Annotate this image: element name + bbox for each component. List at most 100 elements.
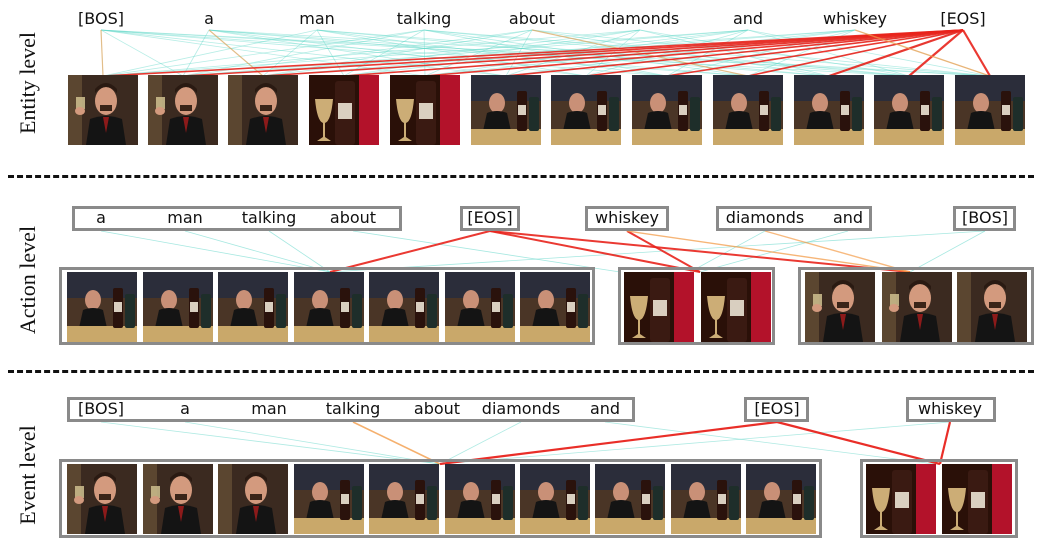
video-frame [957, 272, 1027, 342]
token: whiskey [822, 9, 888, 28]
attention-line [182, 29, 210, 77]
attention-line [423, 29, 991, 77]
attention-line [938, 421, 952, 465]
token-group-box [953, 206, 1016, 231]
token: talking [325, 399, 381, 418]
attention-line [439, 421, 522, 465]
attention-line [102, 29, 318, 77]
attention-line [182, 29, 425, 77]
attention-line [747, 29, 910, 77]
attention-line [184, 421, 441, 465]
attention-line [423, 29, 910, 77]
token: talking [396, 9, 452, 28]
token: diamonds [725, 208, 805, 227]
attention-line [316, 29, 345, 77]
video-frame [624, 272, 694, 342]
video-frame [228, 75, 298, 145]
attention-line [626, 230, 911, 273]
level-label-action: Action level [15, 225, 40, 335]
attention-line [585, 29, 749, 77]
video-frame [746, 464, 816, 534]
attention-line [666, 29, 749, 77]
attention-line [505, 29, 856, 77]
attention-line [423, 29, 426, 77]
attention-line [100, 29, 104, 77]
token-group-box [906, 397, 996, 422]
video-frame [218, 272, 288, 342]
token: about [413, 399, 461, 418]
token: whiskey [917, 399, 983, 418]
video-frame [955, 75, 1025, 145]
token-group-box [67, 397, 635, 422]
attention-line [100, 29, 184, 77]
video-frame [794, 75, 864, 145]
video-frame [143, 272, 213, 342]
attention-line [262, 29, 318, 77]
token-group-box [716, 206, 872, 231]
token: a [96, 208, 106, 227]
attention-line [909, 230, 986, 273]
video-frame [294, 272, 364, 342]
token: [BOS] [962, 208, 1008, 227]
attention-line [439, 420, 778, 466]
token-group-box [744, 397, 809, 422]
video-frame [369, 272, 439, 342]
attention-line [100, 230, 331, 273]
attention-line [585, 29, 964, 77]
video-frame [866, 464, 936, 534]
token: [EOS] [467, 208, 513, 227]
video-frame [445, 272, 515, 342]
attention-line [102, 29, 749, 77]
token-group-box [585, 206, 669, 231]
level-divider [8, 370, 1034, 373]
attention-line [208, 29, 749, 77]
video-frame [671, 464, 741, 534]
video-frame [218, 464, 288, 534]
token: [EOS] [940, 9, 986, 28]
attention-line [352, 421, 441, 465]
attention-line [102, 29, 425, 77]
frame-group-box [59, 459, 822, 538]
attention-line [764, 230, 911, 273]
attention-line [262, 29, 856, 77]
video-frame [148, 75, 218, 145]
attention-line [424, 29, 964, 77]
attention-line [343, 29, 425, 77]
video-frame [882, 272, 952, 342]
attention-line [100, 29, 910, 77]
token: a [180, 399, 190, 418]
attention-line [329, 230, 491, 273]
token: and [589, 399, 621, 418]
video-frame [520, 272, 590, 342]
attention-line [316, 29, 668, 77]
video-frame [445, 464, 515, 534]
video-frame [713, 75, 783, 145]
attention-line [531, 29, 991, 77]
attention-line [689, 230, 766, 273]
video-frame [390, 75, 460, 145]
token: about [508, 9, 556, 28]
video-frame [67, 464, 137, 534]
attention-line [343, 29, 964, 77]
attention-line [268, 230, 331, 273]
token: [EOS] [754, 399, 800, 418]
attention-line [626, 230, 701, 273]
video-frame [309, 75, 379, 145]
token: a [204, 9, 214, 28]
token: man [167, 208, 203, 227]
video-frame [520, 464, 590, 534]
level-divider [8, 175, 1034, 178]
video-frame [551, 75, 621, 145]
video-frame [632, 75, 702, 145]
attention-line [182, 29, 964, 77]
attention-line [747, 29, 991, 77]
attention-line [489, 230, 701, 273]
video-frame [369, 464, 439, 534]
attention-line [505, 29, 964, 77]
token: and [732, 9, 764, 28]
video-frame [874, 75, 944, 145]
level-label-event: Event level [15, 425, 40, 525]
attention-line [854, 29, 991, 77]
video-frame [805, 272, 875, 342]
